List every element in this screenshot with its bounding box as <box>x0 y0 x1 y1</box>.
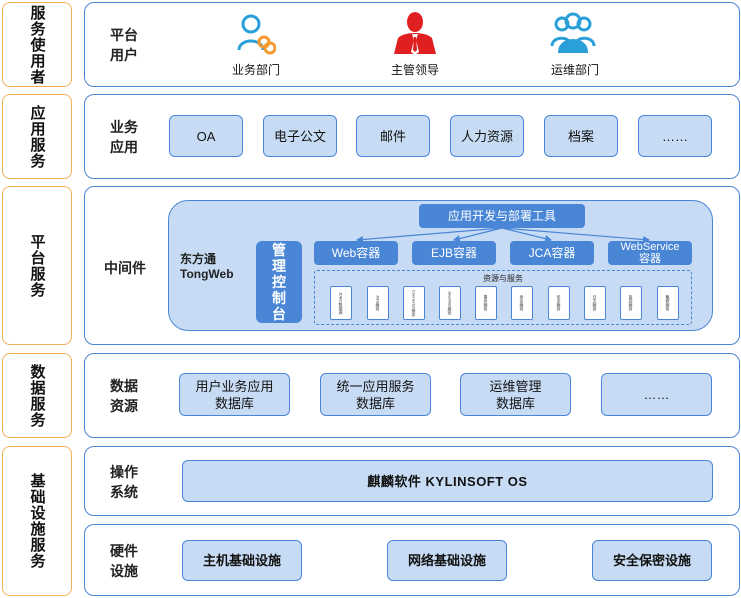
category-label: 应用服务 <box>28 104 46 169</box>
resource-item: Connector服务 <box>403 286 425 320</box>
resources-services-box <box>314 270 692 325</box>
management-console[interactable]: 管 理 控 制 台 <box>256 241 302 323</box>
ops-dept-icon <box>550 10 596 56</box>
resources-services-title: 资源与服务 <box>483 274 523 283</box>
resource-item: JMS服务 <box>367 286 389 320</box>
platform-user-label: 运维部门 <box>550 63 599 77</box>
category-label: 数据服务 <box>28 363 46 428</box>
row-label-business-apps: 业务 应用 <box>110 119 138 155</box>
container-webservice[interactable]: WebService 容器 <box>608 241 692 265</box>
category-data-services: 数据服务 <box>2 353 72 438</box>
container-web[interactable]: Web容器 <box>314 241 398 265</box>
row-label-os: 操作 系统 <box>110 464 138 500</box>
hw-box-host[interactable]: 主机基础设施 <box>182 540 302 581</box>
platform-user-label: 业务部门 <box>231 63 280 77</box>
resource-item: 监控服务 <box>620 286 642 320</box>
category-service-users: 服务使用者 <box>2 2 72 87</box>
row-label-hardware: 硬件 设施 <box>110 543 138 579</box>
resource-item: JDBC数据源 <box>330 286 352 320</box>
category-infra-services: 基础设施服务 <box>2 446 72 596</box>
db-box-more[interactable]: …… <box>601 373 712 416</box>
hw-box-security[interactable]: 安全保密设施 <box>592 540 712 581</box>
container-ejb[interactable]: EJB容器 <box>412 241 496 265</box>
category-label: 平台服务 <box>28 233 46 298</box>
row-label-data-resources: 数据 资源 <box>110 378 138 414</box>
container-jca[interactable]: JCA容器 <box>510 241 594 265</box>
category-platform-services: 平台服务 <box>2 186 72 345</box>
category-app-services: 应用服务 <box>2 94 72 179</box>
resource-item: 安全服务 <box>548 286 570 320</box>
resource-item: 日志服务 <box>584 286 606 320</box>
category-label: 服务使用者 <box>28 4 46 85</box>
leader-icon <box>392 10 438 56</box>
app-box-archive[interactable]: 档案 <box>544 115 618 157</box>
hw-box-network[interactable]: 网络基础设施 <box>387 540 507 581</box>
app-box-oa[interactable]: OA <box>169 115 243 157</box>
row-label-platform-users: 平台 用户 <box>110 27 138 63</box>
app-box-more[interactable]: …… <box>638 115 712 157</box>
os-box-kylinsoft[interactable]: 麒麟软件 KYLINSOFT OS <box>182 460 713 502</box>
business-dept-icon <box>236 12 277 56</box>
dev-deploy-tool[interactable]: 应用开发与部署工具 <box>419 204 585 228</box>
db-box-user-business[interactable]: 用户业务应用 数据库 <box>179 373 290 416</box>
resource-item: 事务服务 <box>475 286 497 320</box>
app-box-document[interactable]: 电子公文 <box>263 115 337 157</box>
resource-item: 命名服务 <box>511 286 533 320</box>
db-box-ops-management[interactable]: 运维管理 数据库 <box>460 373 571 416</box>
row-label-middleware: 中间件 <box>104 260 146 276</box>
resource-item: JavaMail服务 <box>439 286 461 320</box>
resource-item: 集群服务 <box>657 286 679 320</box>
platform-user-label: 主管领导 <box>390 63 439 77</box>
category-label: 基础设施服务 <box>28 473 46 569</box>
app-box-mail[interactable]: 邮件 <box>356 115 430 157</box>
db-box-unified-service[interactable]: 统一应用服务 数据库 <box>320 373 431 416</box>
app-box-hr[interactable]: 人力资源 <box>450 115 524 157</box>
tongweb-product-label: 东方通 TongWeb <box>180 252 234 281</box>
